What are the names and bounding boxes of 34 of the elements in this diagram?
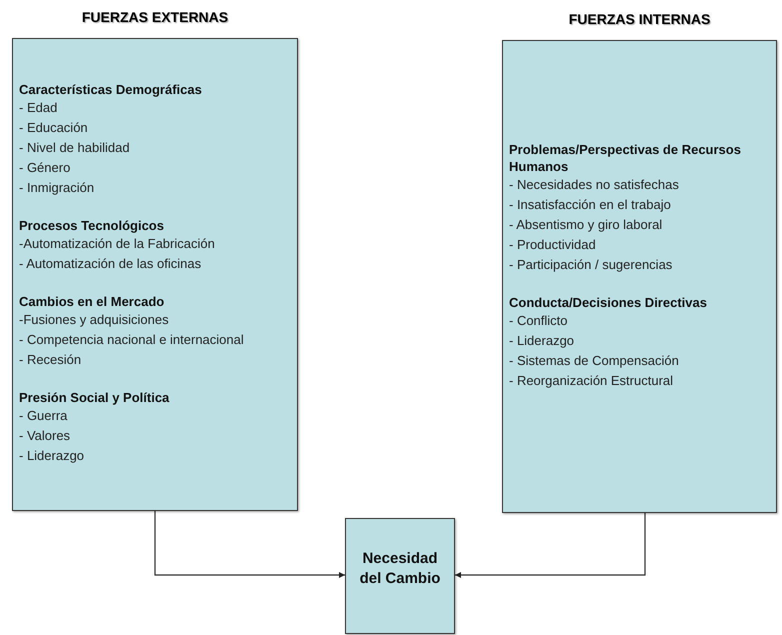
list-item: - Participación / sugerencias: [509, 256, 672, 274]
list-item: - Edad: [19, 99, 58, 117]
arrow: [154, 511, 345, 578]
list-item: - Guerra: [19, 407, 68, 425]
list-item: -Fusiones y adquisiciones: [19, 311, 169, 329]
category-heading: Cambios en el Mercado: [19, 293, 164, 310]
list-item: - Género: [19, 159, 70, 177]
category-heading: Presión Social y Política: [19, 389, 170, 406]
category-heading: Procesos Tecnológicos: [19, 217, 164, 234]
list-item: - Liderazgo: [509, 332, 574, 350]
list-item: - Necesidades no satisfechas: [509, 176, 679, 194]
panel-title: FUERZAS EXTERNAS: [82, 9, 228, 25]
category-heading: Conducta/Decisiones Directivas: [509, 294, 707, 311]
list-item: - Insatisfacción en el trabajo: [509, 196, 671, 214]
list-item: - Reorganización Estructural: [509, 372, 674, 390]
panel-title: FUERZAS INTERNAS: [568, 11, 710, 27]
list-item: - Inmigración: [19, 179, 94, 197]
list-item: - Competencia nacional e internacional: [19, 331, 244, 349]
text-box: [345, 518, 455, 634]
list-item: -Automatización de la Fabricación: [19, 235, 215, 253]
list-item: - Valores: [19, 427, 70, 445]
list-item: - Conflicto: [509, 312, 568, 330]
list-item: - Sistemas de Compensación: [509, 352, 679, 370]
list-item: - Liderazgo: [19, 447, 84, 465]
list-item: - Productividad: [509, 236, 596, 254]
list-item: - Nivel de habilidad: [19, 139, 130, 157]
list-item: - Educación: [19, 119, 88, 137]
node-label: Necesidad del Cambio: [358, 549, 442, 589]
category-heading: Características Demográficas: [19, 81, 202, 98]
list-item: - Automatización de las oficinas: [19, 255, 202, 273]
arrow: [455, 513, 646, 578]
category-heading: Problemas/Perspectivas de Recursos Humanos: [509, 141, 742, 175]
list-item: - Absentismo y giro laboral: [509, 216, 662, 234]
list-item: - Recesión: [19, 351, 82, 369]
